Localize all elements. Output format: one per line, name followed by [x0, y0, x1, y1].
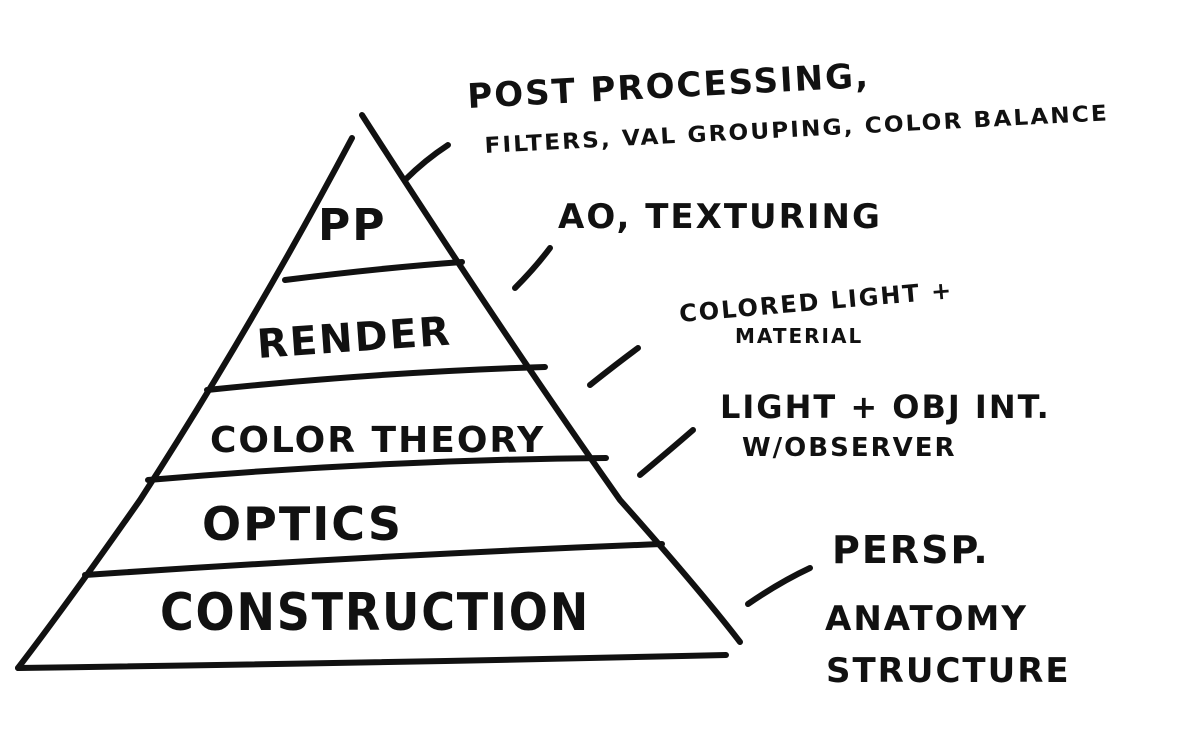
divider-pp-render	[282, 259, 465, 283]
annotation-color-theory-line-2: MATERIAL	[735, 324, 863, 348]
layer-label-optics: OPTICS	[202, 497, 403, 551]
divider-color-theory-optics	[145, 455, 609, 483]
pyramid-outline	[15, 112, 743, 671]
pyramid-base	[15, 652, 729, 671]
layer-label-construction: CONSTRUCTION	[160, 583, 590, 643]
annotation-pp-line-1: POST PROCESSING,	[466, 56, 870, 117]
annotation-construction-line-1: PERSP.	[832, 528, 990, 572]
leader-optics	[637, 427, 696, 478]
annotation-color-theory-line-1: COLORED LIGHT +	[678, 276, 954, 328]
layer-label-render: RENDER	[255, 308, 453, 367]
pyramid-left-edge	[15, 135, 355, 671]
divider-optics-construction	[82, 541, 665, 578]
annotation-optics-line-2: W/OBSERVER	[742, 433, 957, 463]
annotation-construction-line-3: STRUCTURE	[826, 651, 1071, 691]
layer-label-pp: PP	[318, 200, 387, 251]
pyramid-right-edge	[359, 112, 743, 645]
annotation-optics-line-1: LIGHT + OBJ INT.	[720, 388, 1051, 426]
leader-pp	[402, 142, 451, 183]
layer-label-color-theory: COLOR THEORY	[210, 420, 545, 461]
leader-color-theory	[587, 345, 641, 388]
layer-dividers	[82, 259, 665, 578]
annotation-leaders	[402, 142, 813, 607]
leader-render	[512, 245, 553, 291]
leader-construction	[745, 565, 813, 607]
annotation-render-line-1: AO, TEXTURING	[558, 197, 882, 237]
annotation-construction-line-2: ANATOMY	[825, 599, 1028, 639]
layer-labels: PP RENDER COLOR THEORY OPTICS CONSTRUCTI…	[160, 200, 590, 643]
divider-render-color-theory	[204, 364, 548, 393]
